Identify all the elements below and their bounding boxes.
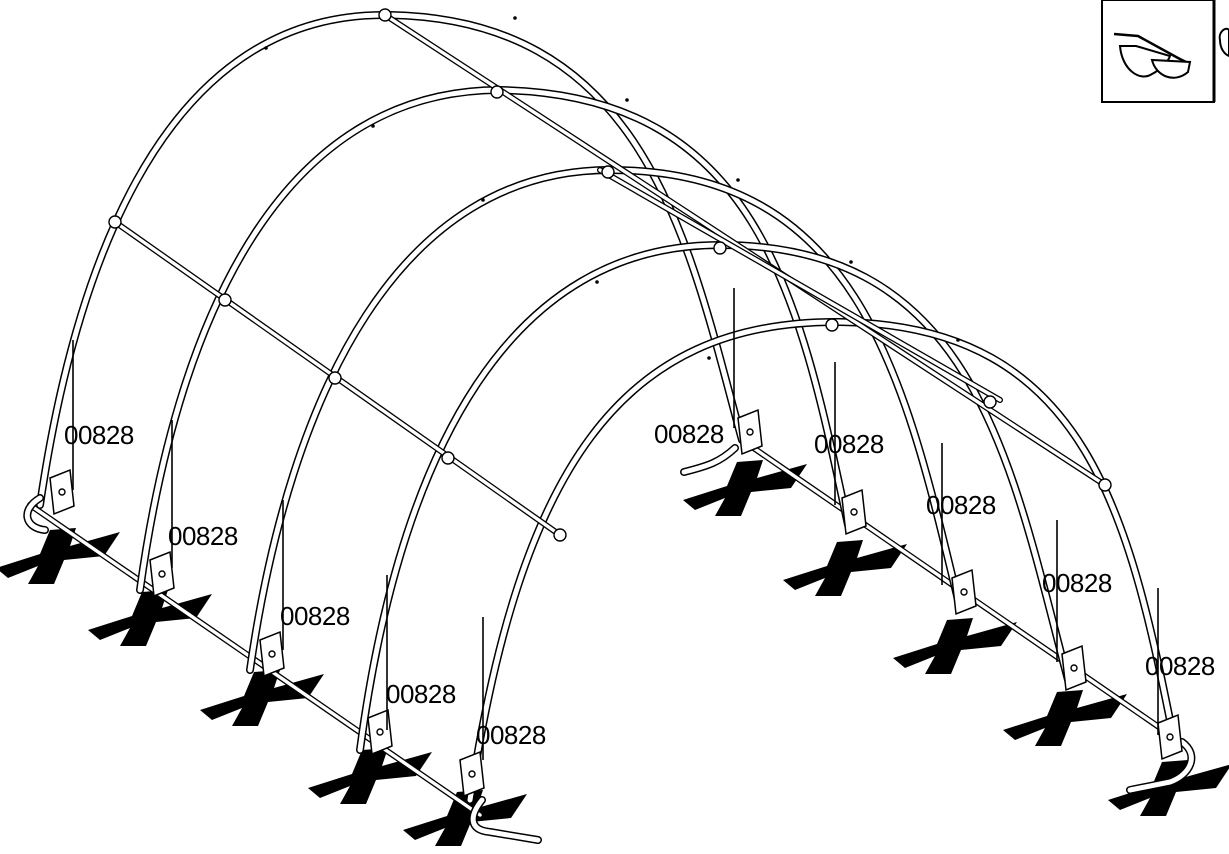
- purlin-joint: [328, 371, 342, 385]
- rivet-dot: [707, 356, 711, 360]
- part-label: 00828: [1145, 651, 1215, 681]
- rivet-dot: [849, 260, 853, 264]
- ground-anchor-plate: [1003, 690, 1127, 746]
- ground-anchor-plate: [88, 590, 212, 646]
- rear-left-foot-tube: [680, 444, 739, 476]
- ground-anchor-plate: [683, 460, 807, 516]
- foot-bracket: [1061, 644, 1087, 692]
- foot-bracket: [841, 488, 867, 536]
- rivet-dot: [371, 124, 375, 128]
- part-label: 00828: [386, 679, 456, 709]
- part-label: 00828: [476, 720, 546, 750]
- part-label: 00828: [168, 521, 238, 551]
- foot-bracket: [149, 550, 175, 598]
- ground-anchor-plate: [893, 618, 1017, 674]
- arch-5: [466, 317, 1179, 804]
- purlin-joint: [713, 241, 727, 255]
- front-right-foot-tube: [469, 796, 542, 844]
- purlin-joint: [218, 293, 232, 307]
- ground-anchor-plate: [1108, 760, 1229, 816]
- side-purlin-right: [597, 167, 1003, 403]
- foot-bracket: [737, 408, 763, 456]
- purlin-joint: [553, 528, 567, 542]
- part-label: 00828: [64, 420, 134, 450]
- foot-bracket: [367, 708, 393, 756]
- foot-bracket: [1157, 713, 1183, 761]
- safety-icons-panel: [1101, 0, 1229, 103]
- purlin-joint: [1098, 478, 1112, 492]
- rivet-dot: [481, 198, 485, 202]
- purlin-joint: [601, 165, 615, 179]
- rivet-dot: [736, 178, 740, 182]
- purlin-joint: [825, 318, 839, 332]
- part-label: 00828: [814, 429, 884, 459]
- rivet-dot: [625, 98, 629, 102]
- ground-anchor-plate: [783, 540, 907, 596]
- part-label: 00828: [280, 601, 350, 631]
- foot-bracket: [459, 750, 485, 798]
- gloves-icon: [1218, 27, 1229, 58]
- ground-anchor-plate: [0, 528, 120, 584]
- rivet-dot: [513, 16, 517, 20]
- ground-anchor-plate: [308, 748, 432, 804]
- arch-2: [136, 86, 852, 594]
- purlin-joint: [490, 85, 504, 99]
- foot-bracket: [951, 568, 977, 616]
- foot-bracket: [259, 630, 285, 678]
- part-label: 00828: [926, 490, 996, 520]
- front-left-foot-tube: [23, 494, 49, 534]
- rear-right-foot-tube: [1126, 738, 1196, 794]
- purlin-joint: [441, 451, 455, 465]
- part-label: 00828: [1042, 568, 1112, 598]
- rivet-dot: [956, 338, 960, 342]
- rivet-dot: [264, 46, 268, 50]
- purlin-joint: [108, 215, 122, 229]
- foot-bracket: [49, 468, 75, 516]
- safety-glasses-box: [1101, 0, 1215, 103]
- purlin-joint: [983, 395, 997, 409]
- safety-glasses-icon: [1113, 32, 1192, 79]
- purlin-joint: [378, 8, 392, 22]
- part-label: 00828: [654, 419, 724, 449]
- rivet-dot: [595, 280, 599, 284]
- ground-anchor-plate: [403, 790, 527, 846]
